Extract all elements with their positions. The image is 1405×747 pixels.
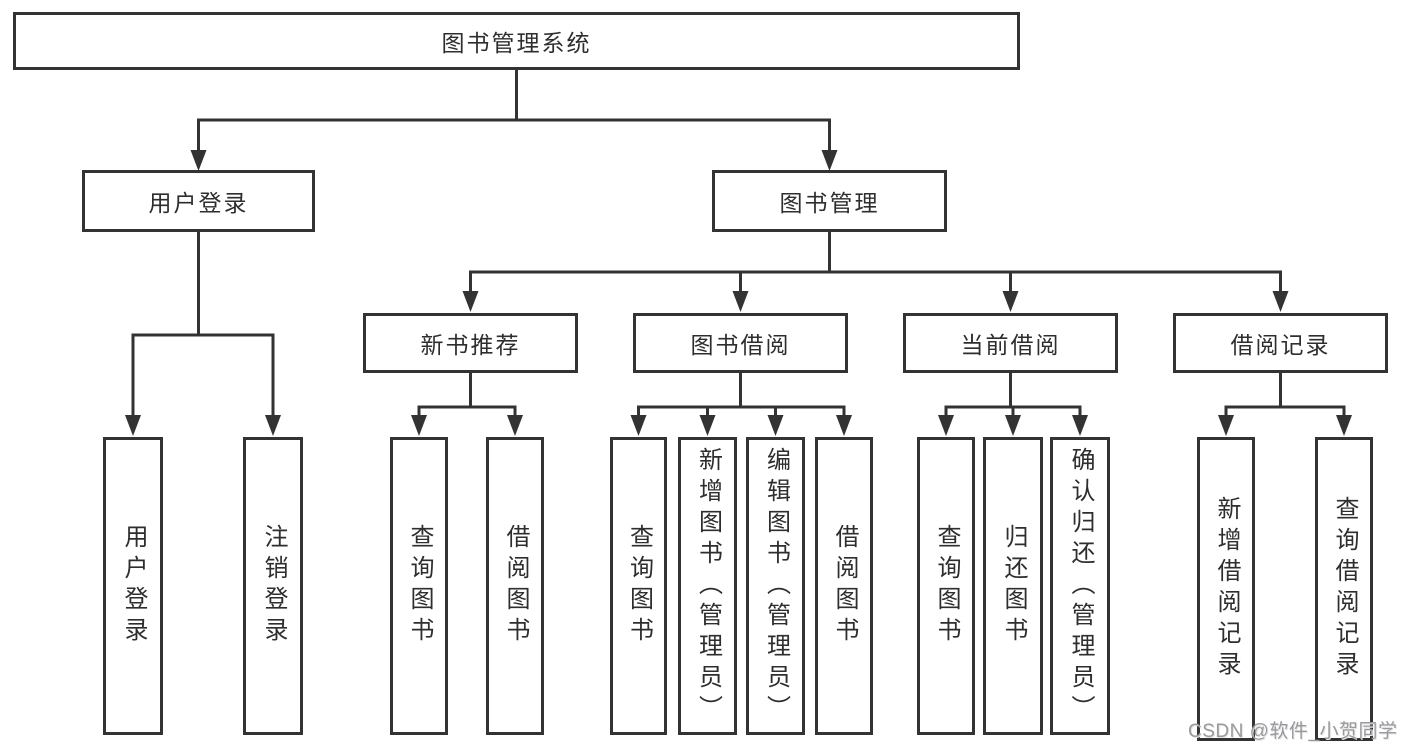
node-label: 借阅记录 xyxy=(1230,332,1331,358)
node-label: 查询图书 xyxy=(625,524,653,648)
arrow-down-icon xyxy=(1002,291,1019,312)
node-library-system: 图书管理系统 xyxy=(13,12,1020,70)
connector-borrow-records xyxy=(1224,373,1346,416)
node-label: 当前借阅 xyxy=(960,332,1061,358)
node-label: 查询图书 xyxy=(406,524,433,648)
node-label: 归还图书 xyxy=(1000,524,1027,648)
arrow-down-icon xyxy=(265,415,281,436)
connector-user-login xyxy=(131,232,275,416)
node-label: 查询图书 xyxy=(933,524,960,648)
arrow-down-icon xyxy=(699,415,716,436)
node-label: 用户登录 xyxy=(148,190,249,216)
arrow-down-icon xyxy=(767,415,784,436)
node-label: 图书借阅 xyxy=(690,332,791,358)
node-label: 借阅图书 xyxy=(502,524,529,648)
connector-root xyxy=(197,70,831,151)
leaf-add-book-admin: 新增图书（管理员） xyxy=(678,437,737,735)
leaf-borrow-books: 借阅图书 xyxy=(815,437,873,735)
csdn-watermark: CSDN @软件_小贺同学 xyxy=(1188,721,1398,742)
arrow-down-icon xyxy=(1072,415,1088,436)
arrow-down-icon xyxy=(125,415,141,436)
connector-new-book xyxy=(417,373,517,416)
leaf-logout: 注销登录 xyxy=(243,437,303,735)
arrow-down-icon xyxy=(1218,415,1234,436)
leaf-query-borrow-record: 查询借阅记录 xyxy=(1315,437,1373,741)
leaf-query-books-recommend: 查询图书 xyxy=(390,437,448,735)
node-current-borrow: 当前借阅 xyxy=(903,313,1118,373)
node-label: 图书管理 xyxy=(779,190,880,216)
arrow-down-icon xyxy=(1272,291,1289,312)
arrow-down-icon xyxy=(411,415,427,436)
node-label: 图书管理系统 xyxy=(441,30,592,56)
arrow-down-icon xyxy=(836,415,852,436)
arrow-down-icon xyxy=(732,291,749,312)
arrow-down-icon xyxy=(462,291,479,312)
arrow-down-icon xyxy=(1336,415,1352,436)
connector-book-borrow xyxy=(637,373,846,416)
node-borrow-records: 借阅记录 xyxy=(1173,313,1388,373)
node-book-management: 图书管理 xyxy=(712,170,947,232)
leaf-user-login: 用户登录 xyxy=(103,437,163,735)
node-label: 确认归还（管理员） xyxy=(1067,446,1094,726)
arrow-down-icon xyxy=(507,415,523,436)
leaf-borrow-books-recommend: 借阅图书 xyxy=(486,437,544,735)
leaf-add-borrow-record: 新增借阅记录 xyxy=(1197,437,1255,741)
node-label: 编辑图书（管理员） xyxy=(762,446,790,726)
leaf-query-books-current: 查询图书 xyxy=(917,437,975,735)
leaf-confirm-return-admin: 确认归还（管理员） xyxy=(1050,437,1110,735)
leaf-query-books-borrow: 查询图书 xyxy=(610,437,667,735)
arrow-down-icon xyxy=(630,415,647,436)
arrow-down-icon xyxy=(190,150,207,171)
node-user-login: 用户登录 xyxy=(82,170,315,232)
leaf-edit-book-admin: 编辑图书（管理员） xyxy=(746,437,805,735)
arrow-down-icon xyxy=(938,415,954,436)
node-label: 查询借阅记录 xyxy=(1331,496,1358,682)
arrow-down-icon xyxy=(821,150,838,171)
node-label: 用户登录 xyxy=(120,524,147,648)
node-label: 注销登录 xyxy=(260,524,287,648)
node-label: 新书推荐 xyxy=(420,332,521,358)
connector-current-borrow xyxy=(944,373,1082,416)
leaf-return-books: 归还图书 xyxy=(983,437,1043,735)
connector-book-management xyxy=(469,232,1282,292)
node-book-borrow: 图书借阅 xyxy=(633,313,848,373)
node-label: 新增借阅记录 xyxy=(1213,496,1240,682)
arrowheads xyxy=(125,150,1352,436)
arrow-down-icon xyxy=(1005,415,1021,436)
node-label: 借阅图书 xyxy=(831,524,858,648)
node-new-book-recommend: 新书推荐 xyxy=(363,313,578,373)
node-label: 新增图书（管理员） xyxy=(694,446,722,726)
